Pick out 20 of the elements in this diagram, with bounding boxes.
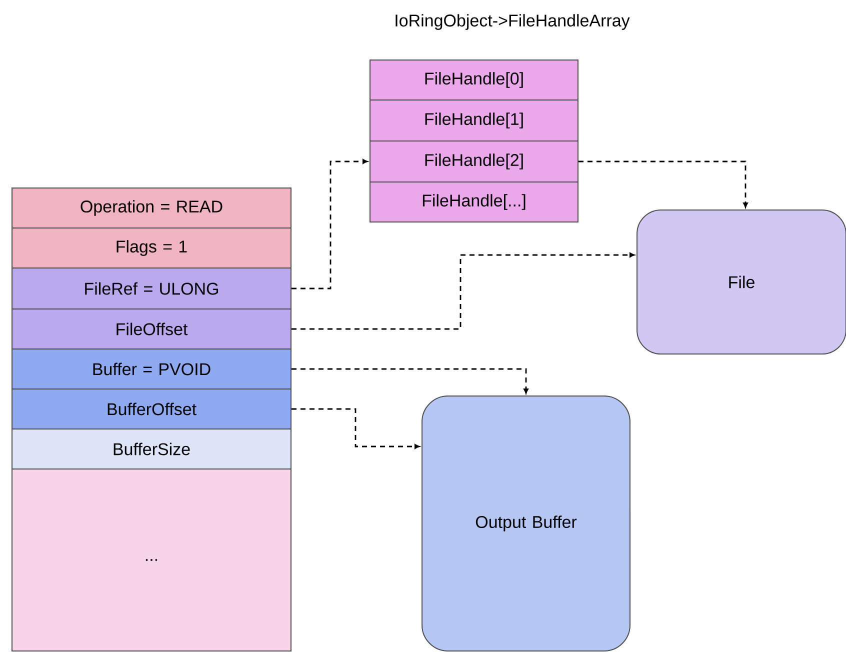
struct-field-cell: Buffer = PVOID [12,348,292,390]
struct-field-cell: Flags = 1 [12,228,292,268]
struct-field-cell: FileRef = ULONG [12,268,292,310]
rounded-box: File [636,210,846,354]
arrow [292,368,528,394]
struct-field-cell: Operation = READ [12,188,292,228]
array-cell: FileHandle[1] [370,100,578,142]
arrow [578,160,748,208]
struct-field-cell: FileOffset [12,308,292,350]
array-cell: FileHandle[...] [370,182,578,222]
title: IoRingObject->FileHandleArray [396,14,630,30]
array-cell: FileHandle[2] [370,140,578,182]
arrow [292,252,635,330]
struct-field-cell: BufferOffset [12,388,292,430]
arrow [292,408,420,449]
struct-field-cell: BufferSize [12,428,292,470]
arrow [292,159,368,290]
rounded-box: Output Buffer [422,396,630,652]
array-cell: FileHandle[0] [370,60,578,100]
struct-field-cell: ... [12,468,292,652]
